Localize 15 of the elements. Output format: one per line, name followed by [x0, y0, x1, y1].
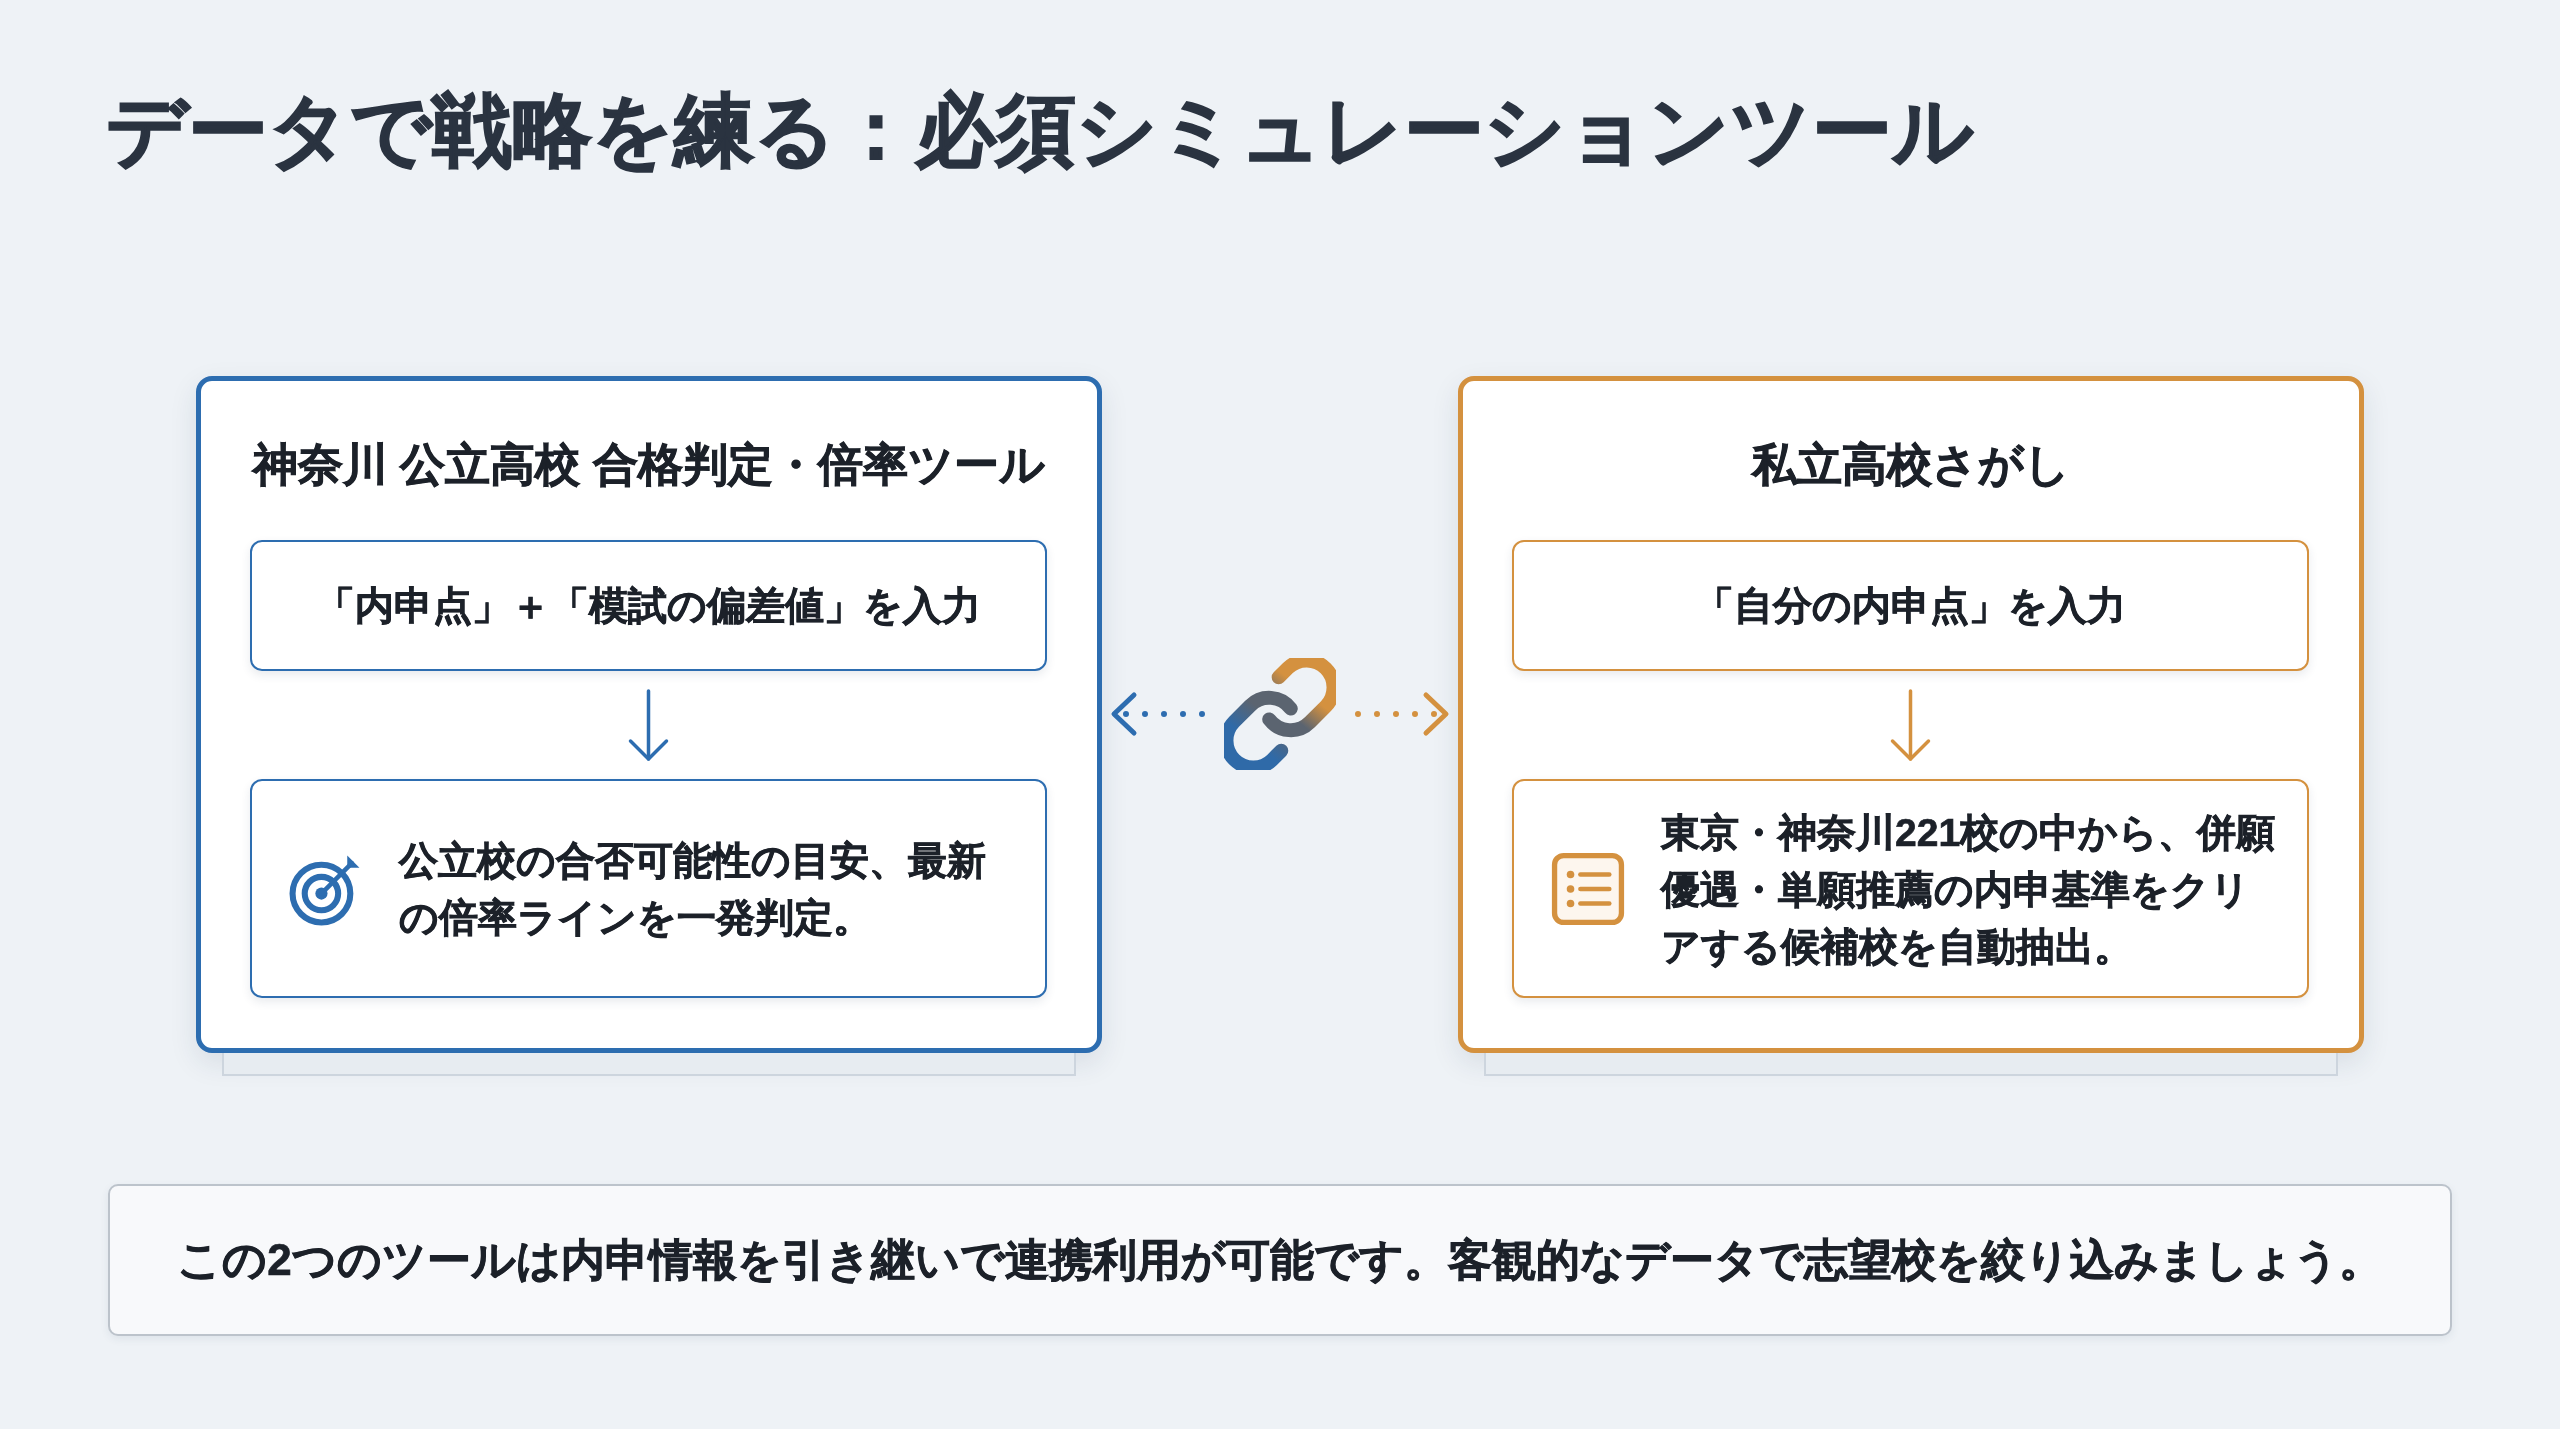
- input-box: 「内申点」＋「模試の偏差値」を入力: [250, 540, 1047, 671]
- input-box: 「自分の内申点」を入力: [1512, 540, 2309, 671]
- dotted-arrow: [1111, 692, 1205, 736]
- panel-heading: 神奈川 公立高校 合格判定・倍率ツール: [253, 438, 1045, 492]
- arrow: [1890, 689, 1931, 761]
- description-text: 東京・神奈川221校の中から、併願優遇・単願推薦の内申基準をクリアする候補校を自動抽出。: [1661, 809, 2277, 970]
- note-box: この2つのツールは内申情報を引き継いで連携利用が可能です。客観的なデータで志望校を絞り込みましょう。: [108, 1184, 2452, 1336]
- dotted-arrow: [1355, 692, 1449, 736]
- result-box: [1512, 779, 2309, 998]
- page-title: データで戦略を練る：必須シミュレーションツール: [106, 85, 1974, 177]
- result-box: [250, 779, 1047, 998]
- arrow: [628, 689, 669, 761]
- description-text: 公立校の合否可能性の目安、最新の倍率ラインを一発判定。: [399, 837, 987, 941]
- panel-heading: 私立高校さがし: [1752, 438, 2070, 492]
- link-icon: [1224, 658, 1336, 770]
